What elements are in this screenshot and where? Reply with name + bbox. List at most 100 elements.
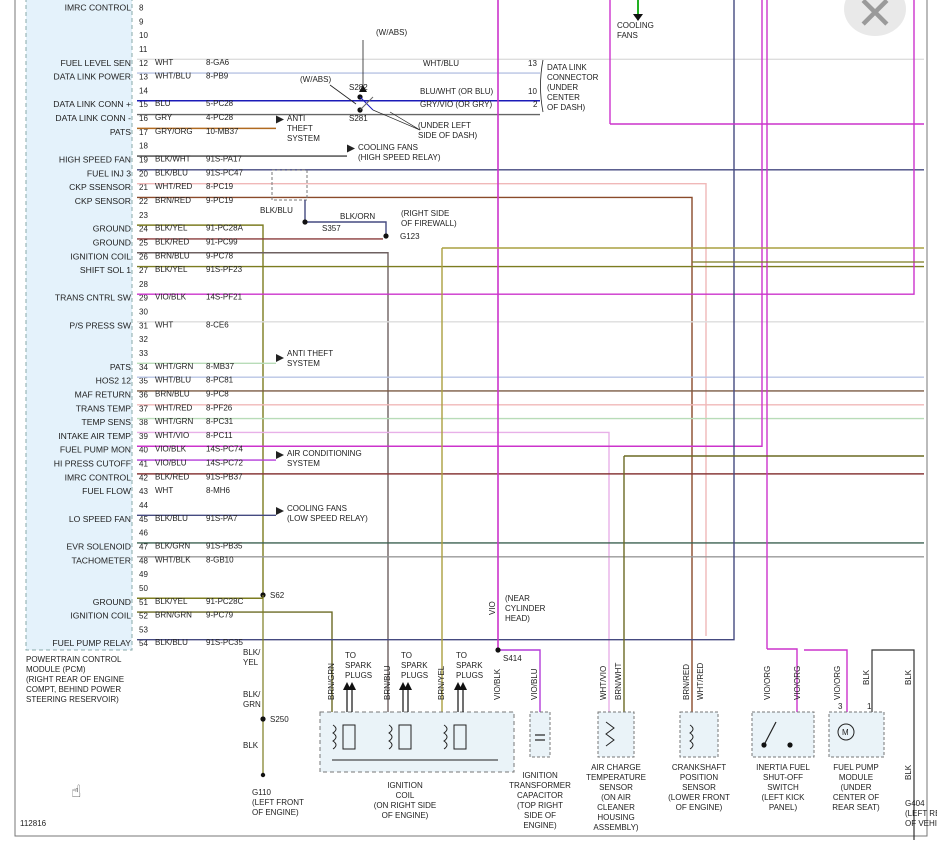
s62-label: S62 [270, 591, 285, 600]
act-sensor-label: HOUSING [597, 813, 634, 822]
act-sensor-label: CLEANER [597, 803, 635, 812]
pcm-pin-number: 30 [139, 308, 148, 317]
wire-blk-blu [304, 200, 387, 236]
wire-label: GRY/VIO (OR GRY) [420, 100, 492, 109]
g404-label: (LEFT REAR [905, 809, 937, 818]
wire-pin-52 [137, 611, 333, 712]
pcm-pin-number: 28 [139, 280, 148, 289]
coil-core [453, 724, 467, 750]
circuit-label: 8-PC11 [206, 431, 233, 440]
anti-theft-label: ANTI THEFT [287, 349, 333, 358]
g110-label: G110 [252, 788, 272, 797]
circuit-label: 14S-PC74 [206, 445, 243, 454]
arrow-right-icon [276, 507, 284, 515]
pcm-pin-name: FUEL PUMP MON [60, 445, 131, 455]
pcm-pin-number: 10 [139, 31, 148, 40]
pcm-pin-name: IGNITION COIL [70, 611, 131, 621]
cooling-fans-label: COOLING [617, 21, 654, 30]
ignition-coil-label: (ON RIGHT SIDE [374, 801, 437, 810]
pcm-pin-name: GROUND [93, 597, 131, 607]
coil-core [342, 724, 356, 750]
wire-label: VIO/ORG [763, 666, 772, 700]
pcm-label: COMPT, BEHIND POWER [26, 685, 121, 694]
wire-color-label: WHT [155, 486, 173, 495]
spark-plugs-label: PLUGS [401, 671, 428, 680]
pcm-pin-number: 42 [139, 473, 148, 482]
spark-plugs-label: TO [456, 651, 467, 660]
close-icon: ✕ [855, 0, 895, 40]
inertia-switch-label: SWITCH [767, 783, 799, 792]
circuit-label: 14S-PC72 [206, 459, 243, 468]
wire-color-label: BRN/RED [155, 196, 191, 205]
wire-color-label: BRN/GRN [155, 611, 192, 620]
pcm-pin-name: P/S PRESS SW [69, 320, 131, 330]
wire-vio-org-fp [804, 649, 848, 712]
pcm-label: STEERING RESERVOIR) [26, 695, 119, 704]
wire-label: BLK/ORN [340, 212, 375, 221]
pcm-pin-name: IMRC CONTROL [65, 472, 132, 482]
circuit-label: 9-PC19 [206, 196, 234, 205]
s281-label: S281 [349, 114, 368, 123]
wire-label: BLK/BLU [260, 206, 293, 215]
circuit-label: 8-PC31 [206, 417, 234, 426]
pcm-label: POWERTRAIN CONTROL [26, 655, 122, 664]
dlc-bracket [540, 59, 544, 113]
pcm-pin-number: 47 [139, 542, 148, 551]
pcm-pin-number: 9 [139, 17, 144, 26]
wire-label: BLK [243, 741, 259, 750]
pcm-pin-number: 21 [139, 183, 148, 192]
wire-label: WHT/RED [696, 662, 705, 700]
circuit-label: 8-MB37 [206, 362, 235, 371]
circuit-label: 91-PC28A [206, 224, 244, 233]
wire-label: BRN/YEL [437, 665, 446, 700]
circuit-label: 8-GB10 [206, 555, 234, 564]
capacitor-label: ENGINE) [523, 821, 557, 830]
pcm-pin-number: 20 [139, 169, 148, 178]
wire-label: VIO [488, 601, 497, 615]
cooling-fans-high-label: COOLING FANS [358, 143, 418, 152]
act-sensor-label: AIR CHARGE [591, 763, 641, 772]
g110-label: OF ENGINE) [252, 808, 299, 817]
wire-color-label: VIO/BLK [155, 445, 187, 454]
inertia-switch-box [751, 711, 815, 758]
thermistor-symbol [605, 721, 615, 747]
wire-label: BLK/ [243, 690, 261, 699]
pcm-pin-number: 33 [139, 349, 148, 358]
wire-pin-54 [137, 0, 735, 641]
wire-color-label: BLK/BLU [155, 168, 188, 177]
fuel-pump-label: FUEL PUMP [833, 763, 879, 772]
pcm-pin-number: 11 [139, 45, 148, 54]
ground-g110 [260, 772, 266, 778]
spark-plugs-label: SPARK [456, 661, 483, 670]
pcm-pin-name: DATA LINK CONN + [53, 99, 131, 109]
circuit-label: 91S-PB35 [206, 541, 243, 550]
fuel-pump-motor-icon [837, 723, 855, 741]
pcm-pin-name: FUEL PUMP RELAY [52, 638, 131, 648]
switch-pole [761, 742, 767, 748]
pcm-pin-number: 51 [139, 598, 148, 607]
spark-plugs-label: PLUGS [456, 671, 483, 680]
wire-color-label: BLK/YEL [155, 597, 188, 606]
anti-theft-label: SYSTEM [287, 359, 320, 368]
wire-label: BRN/RED [682, 664, 691, 700]
near-head-label: (NEAR [505, 594, 530, 603]
pin-number: 3 [838, 702, 843, 711]
pcm-pin-name: HIGH SPEED FAN [59, 155, 131, 165]
spark-plugs-label: SPARK [401, 661, 428, 670]
coil-winding [332, 724, 337, 750]
pcm-pin-name: DATA LINK POWER [53, 72, 131, 82]
pcm-pin-number: 27 [139, 266, 148, 275]
g110-label: (LEFT FRONT [252, 798, 304, 807]
pcm-module-box [25, 0, 133, 651]
pcm-pin-number: 38 [139, 418, 148, 427]
inertia-switch-label: (LEFT KICK [762, 793, 806, 802]
pcm-pin-name: LO SPEED FAN [69, 514, 131, 524]
pcm-pin-name: FUEL FLOW [82, 486, 132, 496]
pcm-pin-number: 32 [139, 335, 148, 344]
circuit-label: 9-PC79 [206, 611, 234, 620]
act-sensor-box [597, 711, 635, 758]
coil-core [398, 724, 412, 750]
pcm-pin-number: 31 [139, 321, 148, 330]
anti-theft-label: ANTI [287, 114, 305, 123]
pcm-pin-number: 36 [139, 390, 148, 399]
